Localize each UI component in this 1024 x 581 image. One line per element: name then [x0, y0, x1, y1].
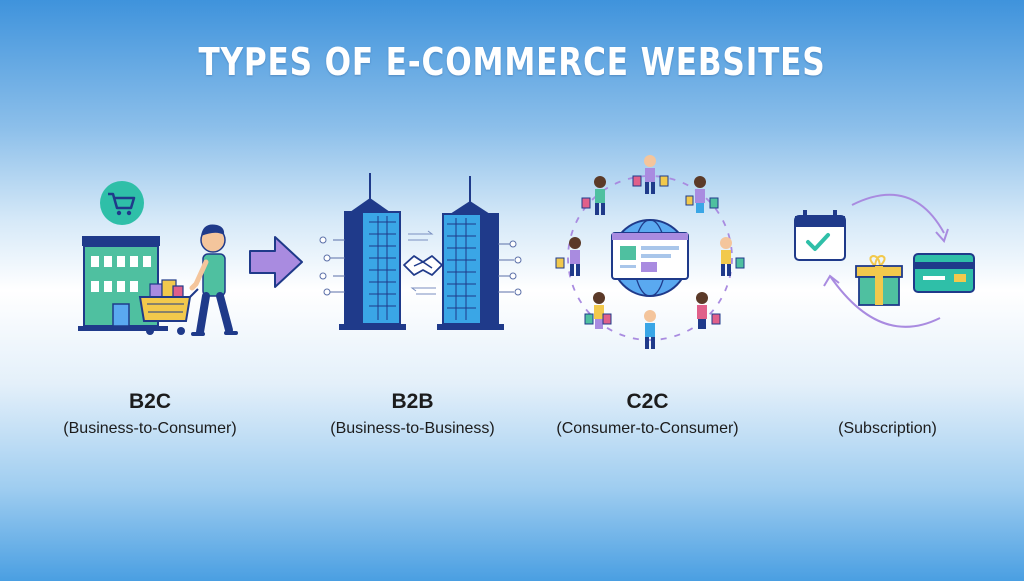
subscription-description: (Subscription)	[838, 420, 937, 437]
b2c-label: B2C (Business-to-Consumer)	[40, 390, 260, 438]
web-listing-icon	[611, 232, 689, 280]
b2b-label: B2B (Business-to-Business)	[300, 390, 525, 438]
office-tower-right-icon	[437, 176, 504, 330]
subscription-illustration	[794, 193, 975, 328]
c2c-code: C2C	[626, 390, 669, 413]
b2c-illustration	[78, 181, 238, 336]
office-tower-left-icon	[339, 173, 406, 330]
c2c-illustration	[555, 155, 745, 349]
consumer-people-ring-icon	[555, 155, 745, 349]
shopping-cart-icon	[138, 279, 199, 335]
c2c-description: (Consumer-to-Consumer)	[556, 420, 739, 437]
b2b-code: B2B	[391, 390, 434, 413]
b2c-code: B2C	[128, 390, 171, 413]
b2c-description: (Business-to-Consumer)	[63, 420, 237, 437]
shopping-cart-badge-icon	[100, 181, 144, 225]
renewal-cycle-arrows-icon	[823, 193, 949, 328]
calendar-check-icon	[794, 210, 846, 261]
page-title: TYPES OF E-COMMERCE WEBSITES	[198, 40, 826, 84]
handshake-icon	[403, 255, 443, 276]
network-nodes-icon	[319, 230, 522, 296]
credit-card-icon	[913, 253, 975, 293]
shopper-person-icon	[189, 224, 238, 336]
gift-box-icon	[855, 254, 903, 306]
subscription-label: (Subscription)	[800, 390, 975, 438]
subscription-code	[800, 390, 975, 414]
b2b-description: (Business-to-Business)	[330, 420, 495, 437]
right-arrow-icon	[249, 236, 303, 288]
b2b-illustration	[319, 173, 522, 330]
c2c-label: C2C (Consumer-to-Consumer)	[535, 390, 760, 438]
